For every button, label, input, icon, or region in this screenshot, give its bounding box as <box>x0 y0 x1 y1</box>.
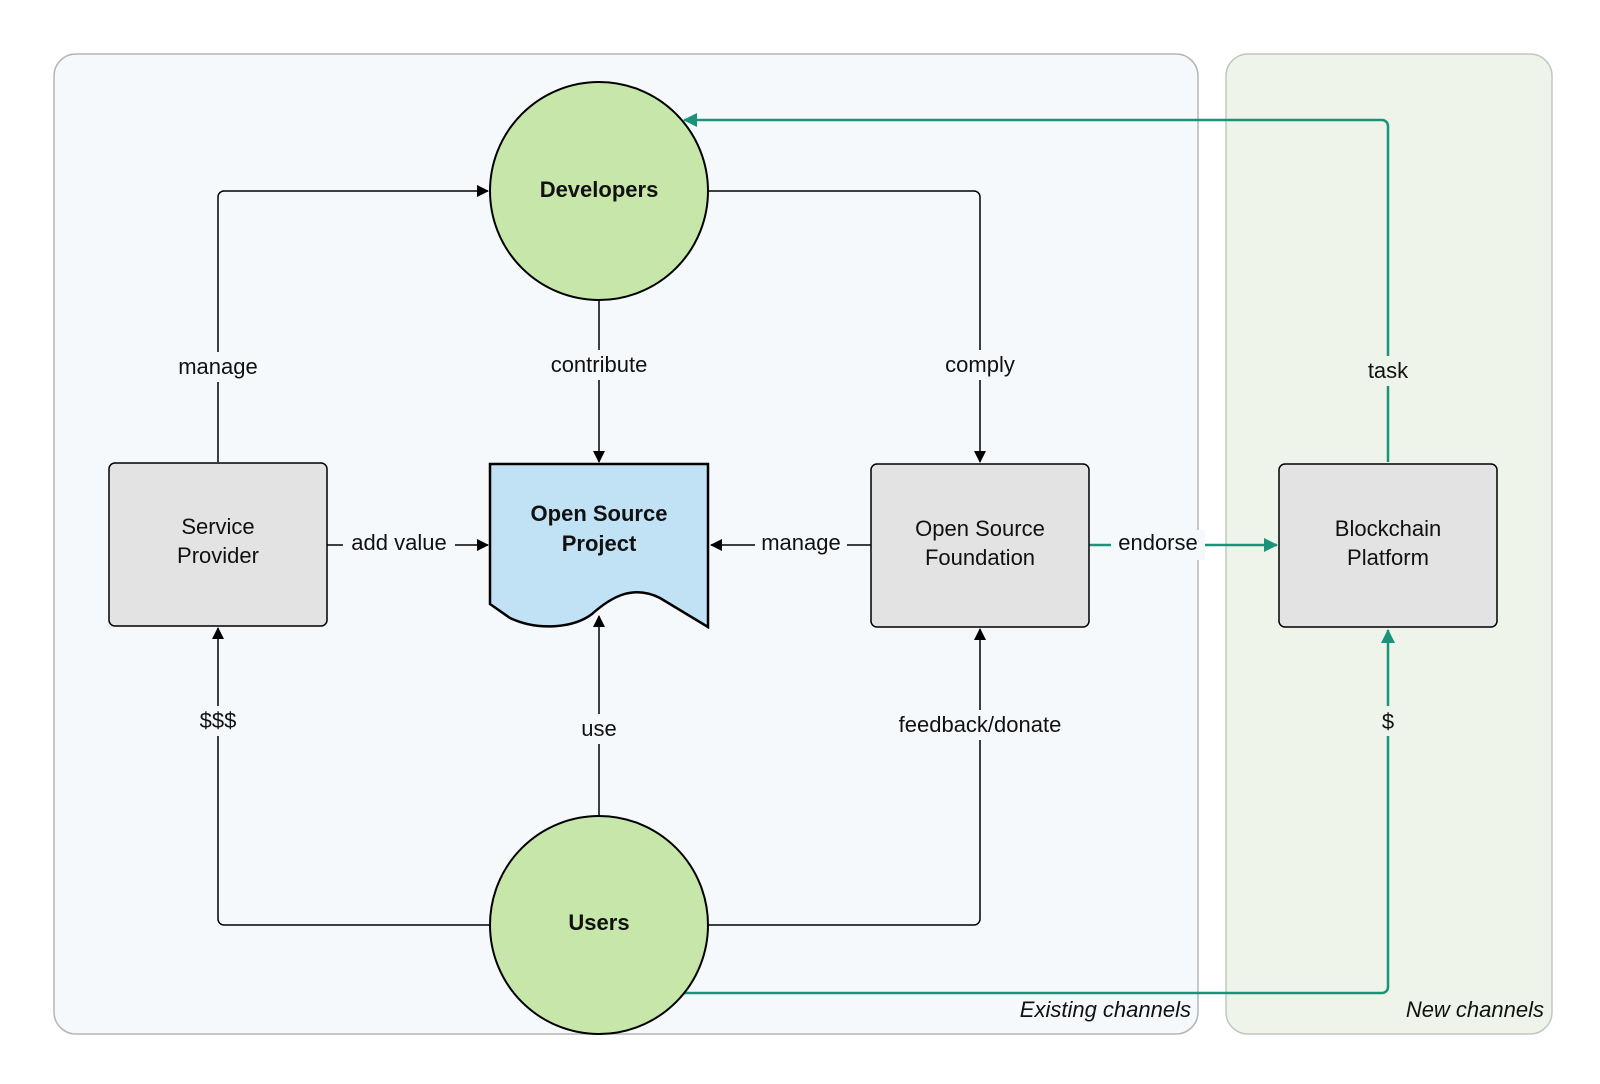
blockchain-label-line1: Blockchain <box>1335 516 1441 541</box>
edge-label-endorse: endorse <box>1118 530 1198 555</box>
edge-label-feedback-donate: feedback/donate <box>899 712 1062 737</box>
edge-users-to-provider <box>212 627 490 926</box>
existing-channels-caption: Existing channels <box>1020 997 1191 1022</box>
edge-label-money-blockchain: $ <box>1382 709 1394 734</box>
blockchain-platform-node <box>1278 463 1498 628</box>
open-source-project-node <box>488 462 710 630</box>
edge-users-to-blockchain <box>684 629 1395 995</box>
edge-label-manage-developers: manage <box>178 354 258 379</box>
edge-label-use: use <box>581 716 616 741</box>
provider-label-line1: Service <box>181 514 254 539</box>
edge-blockchain-to-developers <box>683 113 1390 462</box>
edge-label-task: task <box>1368 358 1409 383</box>
foundation-label-line2: Foundation <box>925 545 1035 570</box>
edge-users-to-foundation <box>708 628 986 926</box>
service-provider-node <box>108 462 328 627</box>
blockchain-label-line2: Platform <box>1347 545 1429 570</box>
project-label-line2: Project <box>562 531 637 556</box>
users-label: Users <box>568 910 629 935</box>
users-node <box>489 815 709 1035</box>
provider-label-line2: Provider <box>177 543 259 568</box>
developers-label: Developers <box>540 177 659 202</box>
edge-label-comply: comply <box>945 352 1015 377</box>
developers-node <box>489 81 709 301</box>
edge-provider-to-developers <box>217 185 489 462</box>
foundation-label-line1: Open Source <box>915 516 1045 541</box>
open-source-foundation-node <box>870 463 1090 628</box>
new-channels-caption: New channels <box>1406 997 1544 1022</box>
edge-label-money-provider: $$$ <box>200 708 237 733</box>
edge-developers-to-foundation <box>708 190 986 463</box>
edge-label-add-value: add value <box>351 530 446 555</box>
edge-label-contribute: contribute <box>551 352 648 377</box>
edge-label-manage-project: manage <box>761 530 841 555</box>
project-label-line1: Open Source <box>531 501 668 526</box>
